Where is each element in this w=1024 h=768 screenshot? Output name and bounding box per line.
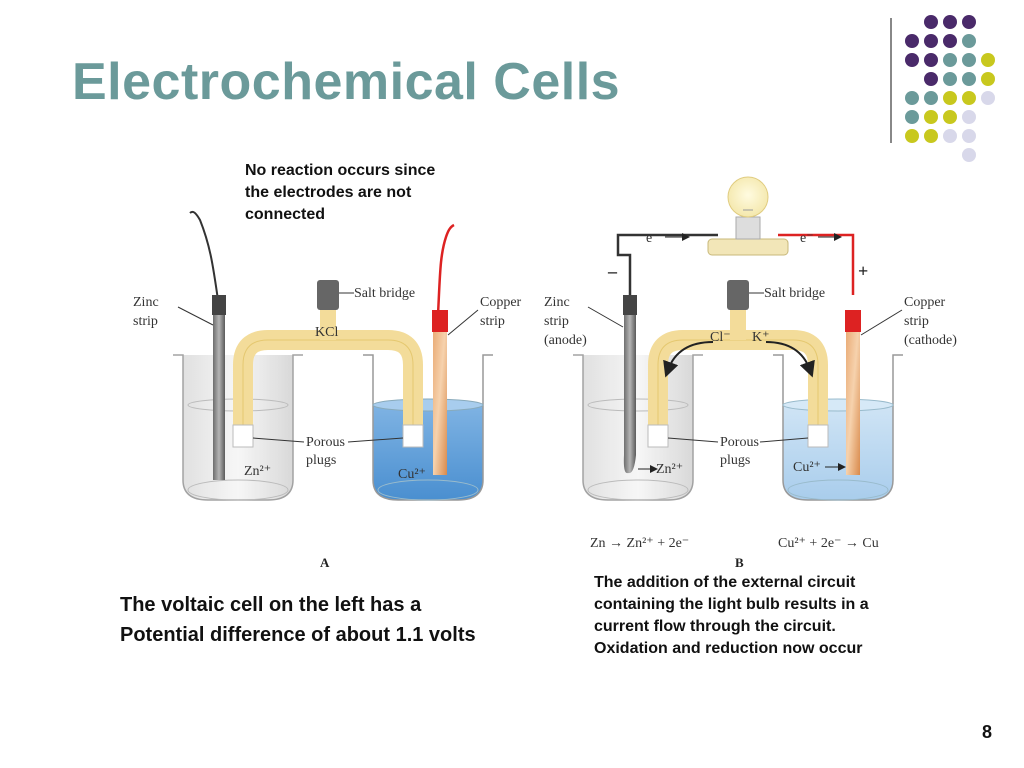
b-cl-ion-label: Cl⁻	[710, 330, 731, 345]
decorative-dot	[962, 91, 976, 105]
cell-b: e⁻ e⁻ – + Zinc strip (anode) Salt bridge…	[544, 176, 957, 570]
a-kcl-label: KCl	[315, 325, 338, 340]
b-copper-label-1: Copper	[904, 295, 946, 310]
decorative-dot	[943, 34, 957, 48]
a-zinc-label-2: strip	[133, 314, 158, 329]
a-porous-label-1: Porous	[306, 435, 345, 450]
b-electron-left-label: e⁻	[646, 231, 660, 246]
b-zinc-label-2: strip	[544, 314, 569, 329]
b-plus-label: +	[858, 261, 868, 281]
decorative-dot	[924, 72, 938, 86]
decorative-dot	[905, 53, 919, 67]
decorative-dot	[924, 53, 938, 67]
b-copper-label-3: (cathode)	[904, 333, 957, 348]
decorative-dot	[905, 110, 919, 124]
decorative-dot	[962, 129, 976, 143]
decorative-dot	[943, 53, 957, 67]
decorative-dot	[962, 148, 976, 162]
decorative-dot	[924, 91, 938, 105]
decorative-dot	[905, 34, 919, 48]
decorative-dot	[962, 15, 976, 29]
left-caption-line-2: Potential difference of about 1.1 volts	[120, 624, 476, 646]
a-figure-label: A	[320, 555, 330, 570]
right-caption-line-4: Oxidation and reduction now occur	[594, 640, 863, 657]
decorative-dot	[962, 110, 976, 124]
electrochemical-cells-figure: Zinc strip Salt bridge KCl Copper strip …	[133, 176, 957, 570]
right-caption: The addition of the external circuit con…	[594, 572, 924, 660]
right-caption-line-1: The addition of the external circuit	[594, 574, 856, 591]
a-zinc-label-1: Zinc	[133, 295, 159, 310]
b-zn-ion-label: Zn²⁺	[656, 462, 683, 477]
b-k-ion-label: K⁺	[752, 330, 770, 345]
b-zinc-label-3: (anode)	[544, 333, 587, 348]
b-copper-label-2: strip	[904, 314, 929, 329]
a-cu-ion-label: Cu²⁺	[398, 467, 426, 482]
cell-a: Zinc strip Salt bridge KCl Copper strip …	[133, 210, 522, 570]
title-divider	[890, 18, 892, 143]
decorative-dot	[962, 53, 976, 67]
decorative-dot	[943, 15, 957, 29]
b-cathode-reaction: Cu²⁺ + 2e⁻ → Cu	[778, 536, 879, 551]
decorative-dot	[924, 15, 938, 29]
a-salt-bridge-label: Salt bridge	[354, 286, 415, 301]
left-caption: The voltaic cell on the left has a Poten…	[120, 590, 590, 650]
b-zinc-label-1: Zinc	[544, 295, 570, 310]
page-number: 8	[982, 722, 993, 742]
b-porous-label-2: plugs	[720, 453, 750, 468]
decorative-dot	[981, 91, 995, 105]
slide-title: Electrochemical Cells	[72, 53, 621, 111]
a-copper-label-2: strip	[480, 314, 505, 329]
b-salt-bridge-label: Salt bridge	[764, 286, 825, 301]
right-caption-line-2: containing the light bulb results in a	[594, 596, 869, 613]
decorative-dot	[905, 129, 919, 143]
a-copper-label-1: Copper	[480, 295, 522, 310]
decorative-dot-grid	[905, 15, 995, 162]
decorative-dot	[943, 110, 957, 124]
decorative-dot	[943, 72, 957, 86]
a-zn-ion-label: Zn²⁺	[244, 464, 271, 479]
decorative-dot	[943, 91, 957, 105]
no-reaction-note: No reaction occurs since the electrodes …	[245, 162, 436, 223]
decorative-dot	[981, 72, 995, 86]
b-cu-ion-label: Cu²⁺	[793, 460, 821, 475]
b-anode-reaction: Zn → Zn²⁺ + 2e⁻	[590, 536, 689, 551]
decorative-dot	[905, 91, 919, 105]
decorative-dot	[981, 53, 995, 67]
b-figure-label: B	[735, 555, 744, 570]
decorative-dot	[943, 129, 957, 143]
decorative-dot	[924, 34, 938, 48]
b-porous-label-1: Porous	[720, 435, 759, 450]
b-electron-right-label: e⁻	[800, 231, 814, 246]
a-porous-label-2: plugs	[306, 453, 336, 468]
left-caption-line-1: The voltaic cell on the left has a	[120, 594, 422, 616]
b-minus-label: –	[607, 261, 618, 281]
decorative-dot	[962, 34, 976, 48]
decorative-dot	[962, 72, 976, 86]
decorative-dot	[924, 129, 938, 143]
right-caption-line-3: current flow through the circuit.	[594, 618, 836, 635]
decorative-dot	[924, 110, 938, 124]
